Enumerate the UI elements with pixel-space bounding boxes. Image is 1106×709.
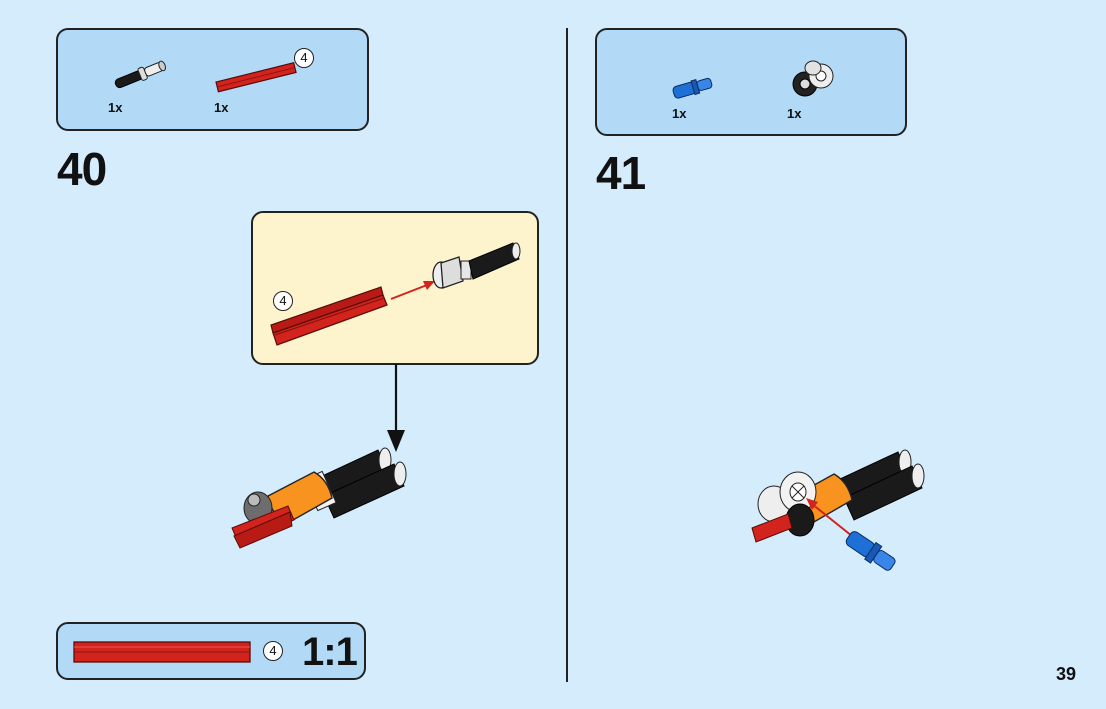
callout-assembly-illustration (270, 242, 521, 346)
step-41-number: 41 (596, 147, 646, 199)
black-axle-pin-icon (432, 242, 521, 289)
black-axle-pin-icon (114, 60, 166, 89)
step-40-assembly-illustration (231, 447, 407, 549)
step-41-part-1-qty: 1x (672, 106, 687, 121)
page-number: 39 (1055, 664, 1076, 684)
step-41-parts-list: 1x 1x (595, 28, 907, 136)
step-40-parts-list: 1x 1x 4 (56, 28, 369, 131)
blue-axle-pin-icon (672, 77, 713, 99)
blue-axle-pin-icon (845, 531, 896, 571)
insertion-arrow-icon (811, 503, 853, 537)
step-40-part-2-qty: 1x (214, 100, 229, 115)
callout-axle-length-badge: 4 (273, 291, 293, 311)
step-40-part-1-qty: 1x (108, 100, 123, 115)
scale-ratio-label: 1:1 (302, 630, 358, 674)
step-40-callout: 4 (251, 211, 539, 365)
axle-length-badge: 4 (294, 48, 314, 68)
double-connector-icon (792, 60, 834, 97)
red-axle-icon (270, 286, 388, 346)
column-divider (566, 28, 568, 682)
red-axle-icon (215, 61, 297, 93)
step-41-assembly-illustration (751, 449, 925, 571)
step-41-part-2-qty: 1x (787, 106, 802, 121)
insertion-arrow-icon (390, 284, 428, 300)
scale-reference-box: 4 1:1 (56, 622, 366, 680)
red-axle-scale-icon (73, 641, 251, 663)
step-40-number: 40 (57, 143, 107, 195)
scale-length-badge: 4 (263, 641, 283, 661)
down-arrow-icon (387, 364, 405, 452)
